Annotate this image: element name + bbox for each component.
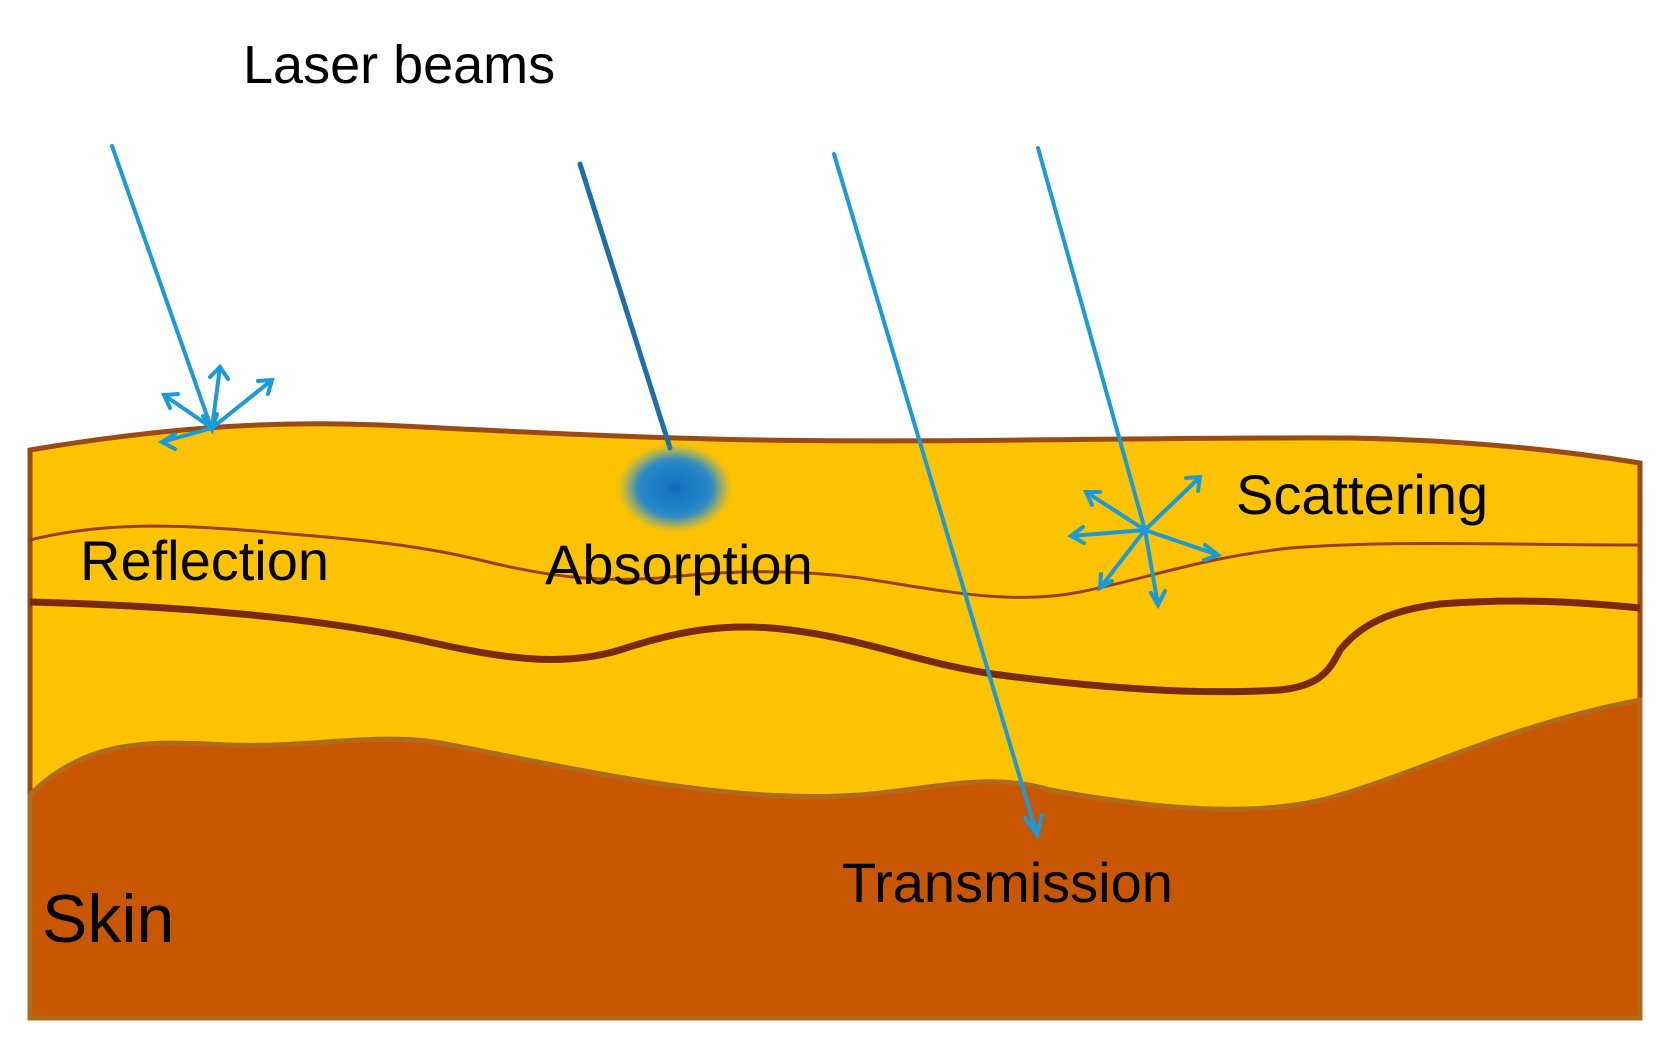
scattering-beam: [1036, 146, 1223, 610]
absorption-beam: [577, 161, 732, 532]
reflection-beam: [110, 144, 275, 451]
skin-label: Skin: [42, 881, 174, 957]
layer-line-upper: [29, 524, 1641, 599]
reflection-label: Reflection: [80, 529, 329, 592]
title-label: Laser beams: [243, 35, 555, 95]
layer-line-lower: [29, 597, 1641, 696]
transmission-label: Transmission: [842, 851, 1173, 914]
dermis-layer: [27, 696, 1643, 1021]
absorption-label: Absorption: [545, 533, 813, 596]
scattering-label: Scattering: [1236, 463, 1488, 526]
absorption-spot: [618, 444, 732, 532]
transmission-beam: [832, 152, 1044, 840]
